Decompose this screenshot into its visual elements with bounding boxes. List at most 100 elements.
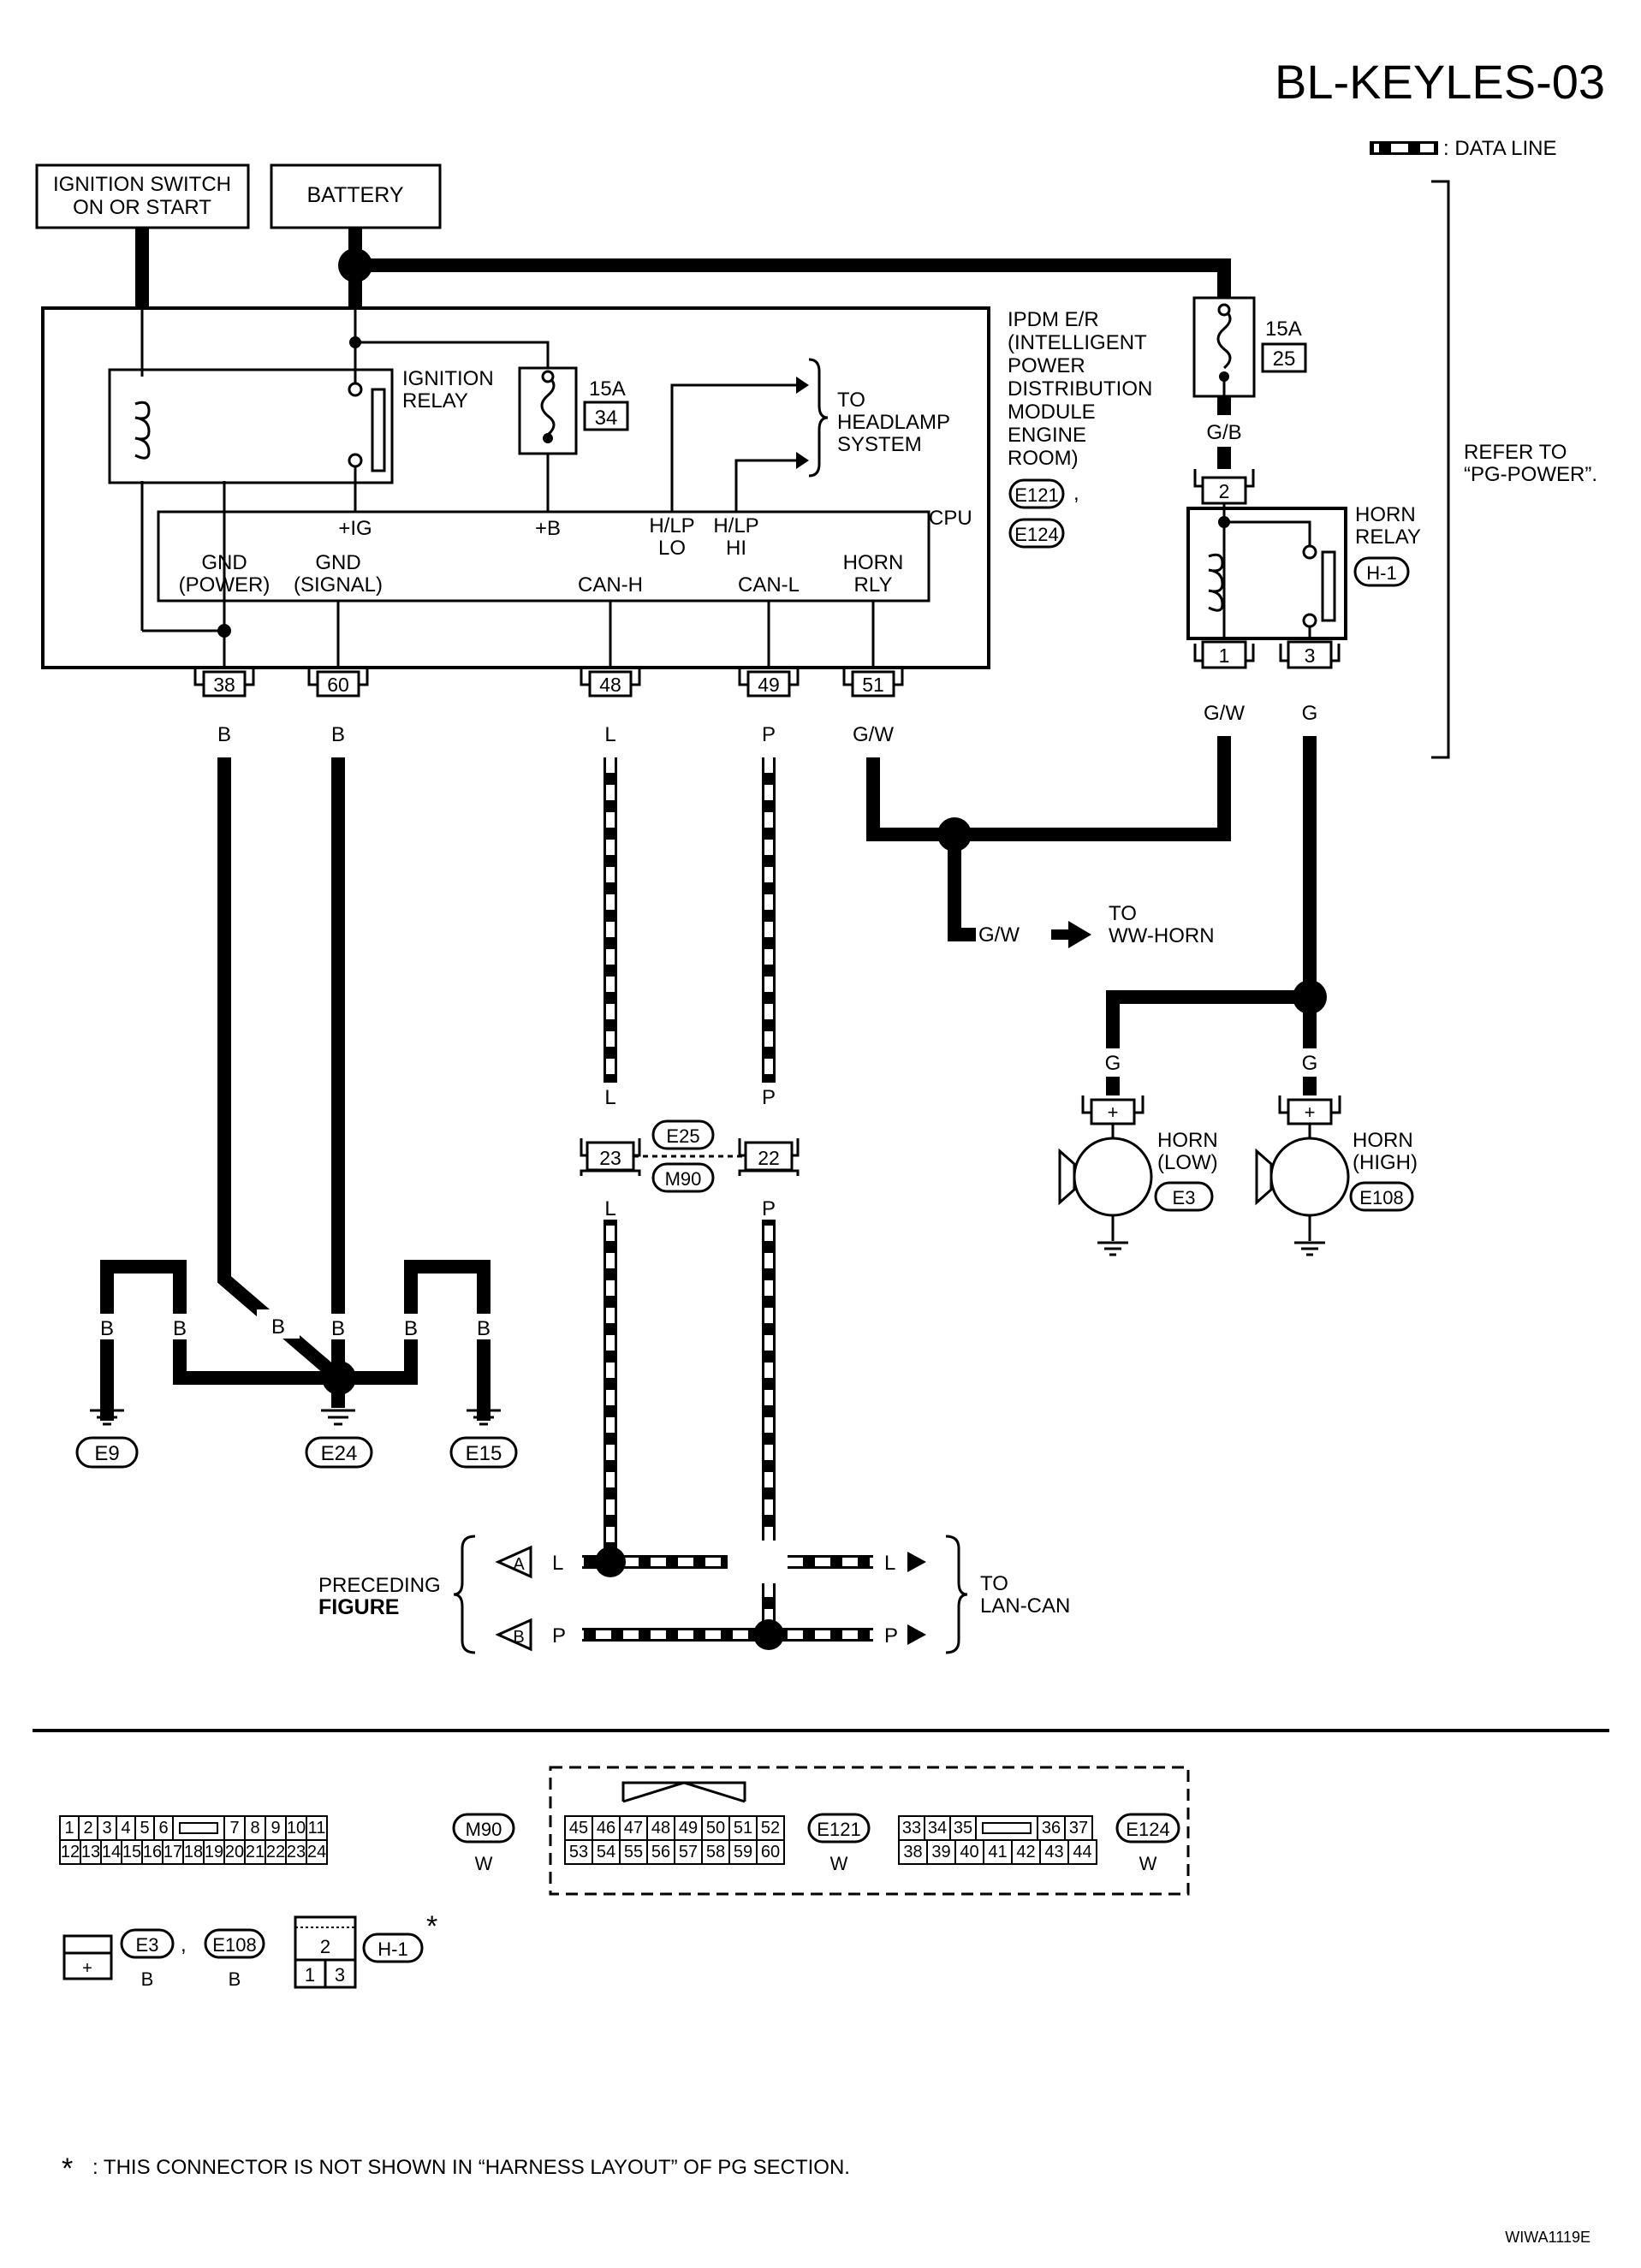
conn-m90-bot-cell: [306, 1839, 328, 1865]
ground-wire-label-6: B: [477, 1317, 491, 1340]
can-lines: [514, 757, 942, 1656]
horn-relay-pin-3: 3: [1305, 644, 1316, 667]
conn-e121-bot-cell: [646, 1839, 675, 1865]
conn-e121-bot-pin: 54: [597, 1843, 615, 1861]
conn-m90-bot-pin: 16: [143, 1843, 162, 1861]
conn-e124-bot-pin: 41: [988, 1843, 1007, 1861]
terminal-can-h: CAN-H: [578, 573, 643, 597]
can-l-wire-label-1: P: [762, 1086, 776, 1109]
conn-e121-color: W: [830, 1853, 848, 1874]
footnote-text: : THIS CONNECTOR IS NOT SHOWN IN “HARNES…: [92, 2156, 850, 2179]
conn-e121-top-pin: 52: [761, 1819, 780, 1838]
wire-label-38: B: [217, 723, 231, 746]
conn-e124-bot-pin: 43: [1044, 1843, 1063, 1861]
legend-label: : DATA LINE: [1443, 137, 1556, 160]
terminal-hhi-2: HI: [726, 537, 746, 560]
conn-m90-bot-cell: [244, 1839, 266, 1865]
conn-e124-top-pin: 33: [902, 1819, 921, 1838]
terminal-gnd-signal-2: (SIGNAL): [294, 573, 383, 597]
terminal-ig: +IG: [338, 517, 372, 540]
conn-m90-bot-pin: 22: [266, 1843, 285, 1861]
figure-id: WIWA1119E: [1505, 2229, 1590, 2246]
conn-m90-bot-pin: 18: [184, 1843, 203, 1861]
conn-e121-top-pin: 45: [569, 1819, 588, 1838]
conn-e121-top-cell: [564, 1815, 593, 1841]
conn-e124-top-gap-cell: [975, 1815, 1038, 1841]
conn-m90-bot-cell: [203, 1839, 225, 1865]
ipdm-label-2: (INTELLIGENT: [1008, 331, 1147, 354]
horn-relay-section: 15A 25 G/B 2 1 3 HORN RELAY H-1 G/W G: [1186, 296, 1421, 725]
conn-m90-top-pin: 7: [229, 1819, 239, 1838]
horn-high-label-1: HORN: [1353, 1129, 1413, 1152]
conn-m90-bot-cell: [100, 1839, 122, 1865]
conn-comma: ,: [181, 1933, 187, 1956]
conn-e121-top-pin: 50: [706, 1819, 725, 1838]
ipdm-conn-e124: E124: [1014, 524, 1058, 545]
ground-wire-label-5: B: [404, 1317, 418, 1340]
horn-low-icon: [1073, 1137, 1153, 1217]
conn-e124-bot-cell: [1067, 1839, 1097, 1865]
can-l-wire-label-2: P: [762, 1197, 776, 1220]
ground-e15: E15: [466, 1442, 502, 1465]
conn-e124-bot-pin: 42: [1016, 1843, 1035, 1861]
conn-e124-color: W: [1139, 1853, 1157, 1874]
conn-e121-bot-pin: 58: [706, 1843, 725, 1861]
joint-e25: E25: [666, 1125, 699, 1147]
horn-low-conn: E3: [1173, 1187, 1196, 1208]
ground-wire-label-4: B: [331, 1317, 345, 1340]
conn-m90-top-gap-key-slot: [179, 1822, 218, 1834]
lan-can-label-1: TO: [980, 1572, 1008, 1595]
conn-e3-label: E3: [136, 1934, 159, 1956]
conn-m90-top-pin: 11: [308, 1819, 326, 1838]
terminal-gnd-power-2: (POWER): [179, 573, 271, 597]
conn-m90-bot-pin: 17: [164, 1843, 182, 1861]
ipdm-label-7: ROOM): [1008, 447, 1079, 470]
horn-high-label-2: (HIGH): [1353, 1151, 1418, 1174]
relay-label-1: IGNITION: [402, 367, 494, 390]
headlamp-text-3: SYSTEM: [837, 433, 922, 456]
horn-junction-1: [937, 817, 972, 852]
ww-horn-text-1: TO: [1109, 902, 1137, 925]
ground-wire-label-3: B: [271, 1315, 285, 1339]
horn-connector-faces: + E3 , E108 B B 2 1 3 H-1 *: [62, 1910, 437, 1990]
fuse-number: 34: [595, 407, 618, 430]
conn-m90-bot-pin: 20: [225, 1843, 244, 1861]
footnote-star: *: [62, 2152, 73, 2185]
ignition-switch-box: IGNITION SWITCH ON OR START: [35, 163, 250, 229]
conn-m90-top-pin: 5: [140, 1819, 149, 1838]
headlamp-text-2: HEADLAMP: [837, 411, 950, 434]
lan-can-section: A B L P L P PRECEDING FIGURE TO LAN-CAN: [318, 1535, 1070, 1654]
conn-m90-bot-pin: 13: [81, 1843, 100, 1861]
horn-low-wire-label: G: [1105, 1052, 1121, 1075]
battery-junction: [338, 248, 372, 282]
relay-coil-icon: [134, 401, 151, 460]
conn-e124-top-gap-key-slot: [982, 1822, 1032, 1834]
conn-e121-top-cell: [646, 1815, 675, 1841]
conn-horn-plus: +: [82, 1959, 92, 1978]
pin-23: 23: [599, 1147, 621, 1169]
conn-h1-pin-3: 3: [335, 1964, 345, 1986]
conn-e121-top-pin: 49: [679, 1819, 698, 1838]
refer-text-1: REFER TO: [1464, 441, 1567, 464]
ipdm-connector-box: [549, 1766, 1190, 1896]
conn-e124-bot-pin: 44: [1073, 1843, 1091, 1861]
lan-left-l: L: [552, 1552, 563, 1575]
terminal-gnd-power-1: GND: [201, 551, 247, 574]
conn-m90-bot-pin: 24: [307, 1843, 326, 1861]
ground-junction: [322, 1361, 356, 1395]
joint-connector: 23 22 E25 M90: [580, 1119, 800, 1193]
pin-22: 22: [758, 1147, 780, 1169]
conn-m90-bot-cell: [285, 1839, 307, 1865]
relay-contact-icon: [348, 382, 363, 397]
conn-e121-label: E121: [817, 1819, 860, 1840]
conn-e124-bot-cell: [1039, 1839, 1069, 1865]
conn-h1-pin-2: 2: [320, 1936, 330, 1957]
conn-e121-bot-cell: [592, 1839, 621, 1865]
conn-m90-label: M90: [466, 1819, 502, 1840]
ignition-label-1: IGNITION SWITCH: [53, 173, 231, 196]
lan-a-label: A: [513, 1555, 525, 1574]
horn-junction-2: [1293, 980, 1327, 1014]
conn-e124-top-pin: 35: [954, 1819, 972, 1838]
ignition-label-2: ON OR START: [73, 196, 211, 219]
